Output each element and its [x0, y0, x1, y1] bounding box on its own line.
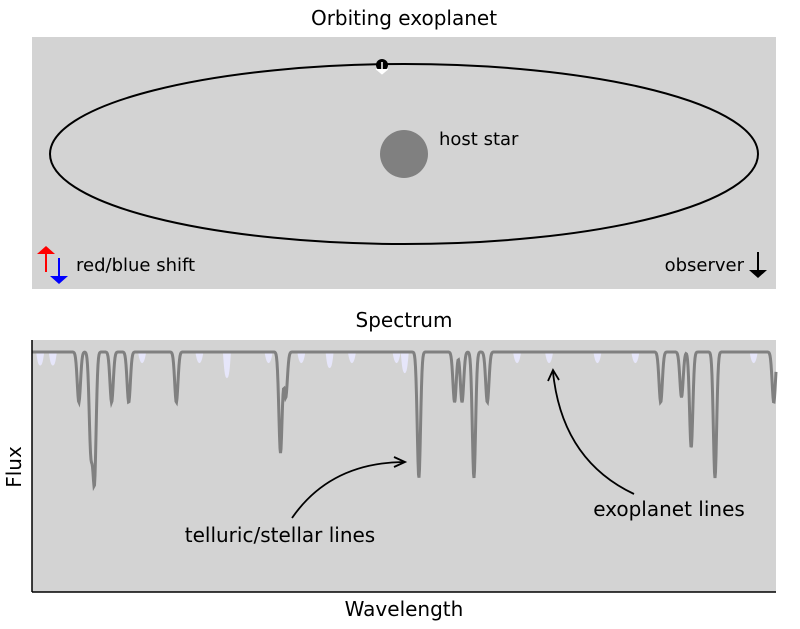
- exoplanet-annotation: exoplanet lines: [593, 497, 745, 521]
- exoplanet-annotation-arrow: [547, 368, 635, 495]
- observer-label: observer: [665, 255, 745, 276]
- faint-absorption-line: [48, 351, 57, 366]
- telluric-annotation: telluric/stellar lines: [185, 523, 375, 547]
- faint-absorption-line: [400, 351, 409, 374]
- faint-absorption-line: [631, 351, 640, 364]
- faint-absorption-line: [545, 351, 554, 364]
- exoplanet-marker: [375, 59, 389, 75]
- telluric-annotation-arrow: [291, 456, 408, 519]
- orbit-ellipse: [49, 63, 759, 245]
- red-shift-arrow: [37, 246, 55, 272]
- top-panel-title: Orbiting exoplanet: [311, 6, 497, 30]
- host-star-label: host star: [439, 129, 519, 150]
- faint-absorption-line: [593, 351, 602, 364]
- observer-arrow: [749, 252, 767, 278]
- faint-absorption-line: [392, 351, 401, 364]
- faint-absorption-line: [264, 351, 273, 364]
- x-axis-label: Wavelength: [345, 597, 464, 621]
- shift-label: red/blue shift: [76, 255, 195, 276]
- faint-absorption-line: [347, 351, 356, 364]
- spectrum-panel-background: [32, 340, 776, 592]
- faint-absorption-line: [138, 351, 147, 364]
- faint-absorption-line: [36, 351, 45, 366]
- blue-shift-arrow: [50, 258, 68, 284]
- faint-absorption-line: [195, 351, 204, 364]
- spectrum-group: [32, 350, 778, 492]
- spectrum-title: Spectrum: [356, 308, 453, 332]
- host-star: [380, 130, 428, 178]
- faint-lines-group: [36, 351, 758, 378]
- spectrum-line: [32, 350, 778, 492]
- y-axis-label: Flux: [2, 446, 26, 488]
- faint-absorption-line: [749, 351, 758, 364]
- faint-absorption-line: [325, 351, 334, 369]
- faint-absorption-line: [222, 351, 231, 378]
- faint-absorption-line: [297, 351, 306, 364]
- faint-absorption-line: [513, 351, 522, 364]
